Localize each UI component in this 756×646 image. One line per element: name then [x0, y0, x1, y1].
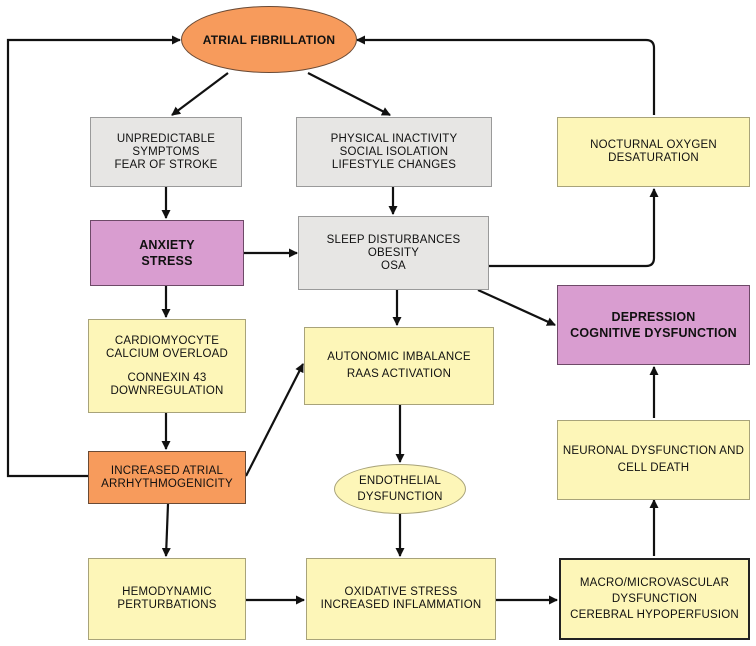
node-label: CEREBRAL HYPOPERFUSION	[570, 608, 739, 621]
node-label: COGNITIVE DYSFUNCTION	[570, 326, 737, 340]
node-label: UNPREDICTABLE	[116, 132, 216, 145]
node-label: DYSFUNCTION	[357, 490, 443, 503]
node-depression-cognitive-dysfunction: DEPRESSION COGNITIVE DYSFUNCTION	[557, 285, 750, 365]
node-label: RAAS ACTIVATION	[346, 368, 452, 380]
arrow-arrhythmogenicity-to-autonomic	[245, 363, 304, 477]
node-label: HEMODYNAMIC	[122, 586, 212, 598]
node-label: OBESITY	[367, 246, 420, 259]
node-label: SLEEP DISTURBANCES	[326, 233, 461, 246]
node-label: LIFESTYLE CHANGES	[331, 158, 457, 171]
node-label: ANXIETY	[139, 238, 195, 252]
node-label: CARDIOMYOCYTE	[114, 334, 220, 347]
node-label: AUTONOMIC IMBALANCE	[327, 351, 471, 363]
node-label: NOCTURNAL OXYGEN	[590, 139, 717, 151]
node-label: PHYSICAL INACTIVITY	[330, 132, 458, 145]
node-label: DEPRESSION	[611, 310, 696, 324]
node-cardiomyocyte-calcium-overload: CARDIOMYOCYTE CALCIUM OVERLOAD CONNEXIN …	[88, 319, 246, 413]
arrow-sleep-to-nocturnal	[489, 188, 659, 268]
node-label: INCREASED INFLAMMATION	[320, 599, 482, 611]
node-label: DOWNREGULATION	[110, 384, 224, 397]
node-label: OSA	[381, 259, 406, 272]
node-label: PERTURBATIONS	[117, 599, 217, 611]
arrow-sleep-to-depression	[477, 288, 556, 327]
node-label: ENDOTHELIAL	[358, 474, 442, 487]
node-label: ATRIAL FIBRILLATION	[202, 32, 336, 47]
node-label: OXIDATIVE STRESS	[344, 586, 458, 598]
node-label: FEAR OF STROKE	[114, 158, 218, 171]
node-label: CONNEXIN 43	[127, 371, 207, 384]
arrow-af-to-symptoms	[171, 72, 229, 116]
node-unpredictable-symptoms: UNPREDICTABLE SYMPTOMS FEAR OF STROKE	[90, 117, 242, 187]
node-label: INCREASED ATRIAL	[110, 464, 224, 477]
node-hemodynamic-perturbations: HEMODYNAMIC PERTURBATIONS	[88, 558, 246, 640]
node-sleep-disturbances: SLEEP DISTURBANCES OBESITY OSA	[298, 216, 489, 290]
node-autonomic-imbalance: AUTONOMIC IMBALANCE RAAS ACTIVATION	[304, 327, 494, 405]
arrow-arrhythmogenicity-to-hemodynamic	[161, 503, 171, 557]
arrow-af-to-inactivity	[307, 72, 391, 116]
node-anxiety-stress: ANXIETY STRESS	[90, 220, 244, 286]
node-label: SYMPTOMS	[132, 145, 200, 158]
node-neuronal-dysfunction: NEURONAL DYSFUNCTION AND CELL DEATH	[557, 420, 750, 500]
node-label: CELL DEATH	[617, 462, 690, 474]
node-label: CALCIUM OVERLOAD	[105, 347, 229, 360]
node-label: DYSFUNCTION	[611, 592, 698, 605]
arrow-nocturnal-to-af	[356, 35, 656, 115]
node-label: NEURONAL DYSFUNCTION AND	[562, 445, 745, 457]
node-label: ARRHYTHMOGENICITY	[101, 477, 233, 490]
node-macro-microvascular-dysfunction: MACRO/MICROVASCULAR DYSFUNCTION CEREBRAL…	[559, 558, 750, 640]
node-label: SOCIAL ISOLATION	[339, 145, 449, 158]
node-atrial-fibrillation: ATRIAL FIBRILLATION	[181, 6, 357, 73]
node-label: DESATURATION	[608, 152, 699, 164]
node-physical-inactivity: PHYSICAL INACTIVITY SOCIAL ISOLATION LIF…	[296, 117, 492, 187]
node-nocturnal-oxygen-desaturation: NOCTURNAL OXYGEN DESATURATION	[557, 117, 750, 187]
arrow-arrhythmogenicity-to-af	[6, 35, 181, 478]
node-increased-atrial-arrhythmogenicity: INCREASED ATRIAL ARRHYTHMOGENICITY	[88, 451, 246, 504]
node-label: STRESS	[141, 254, 193, 268]
node-endothelial-dysfunction: ENDOTHELIAL DYSFUNCTION	[334, 464, 466, 514]
node-oxidative-stress: OXIDATIVE STRESS INCREASED INFLAMMATION	[306, 558, 496, 640]
node-label: MACRO/MICROVASCULAR	[579, 576, 730, 589]
